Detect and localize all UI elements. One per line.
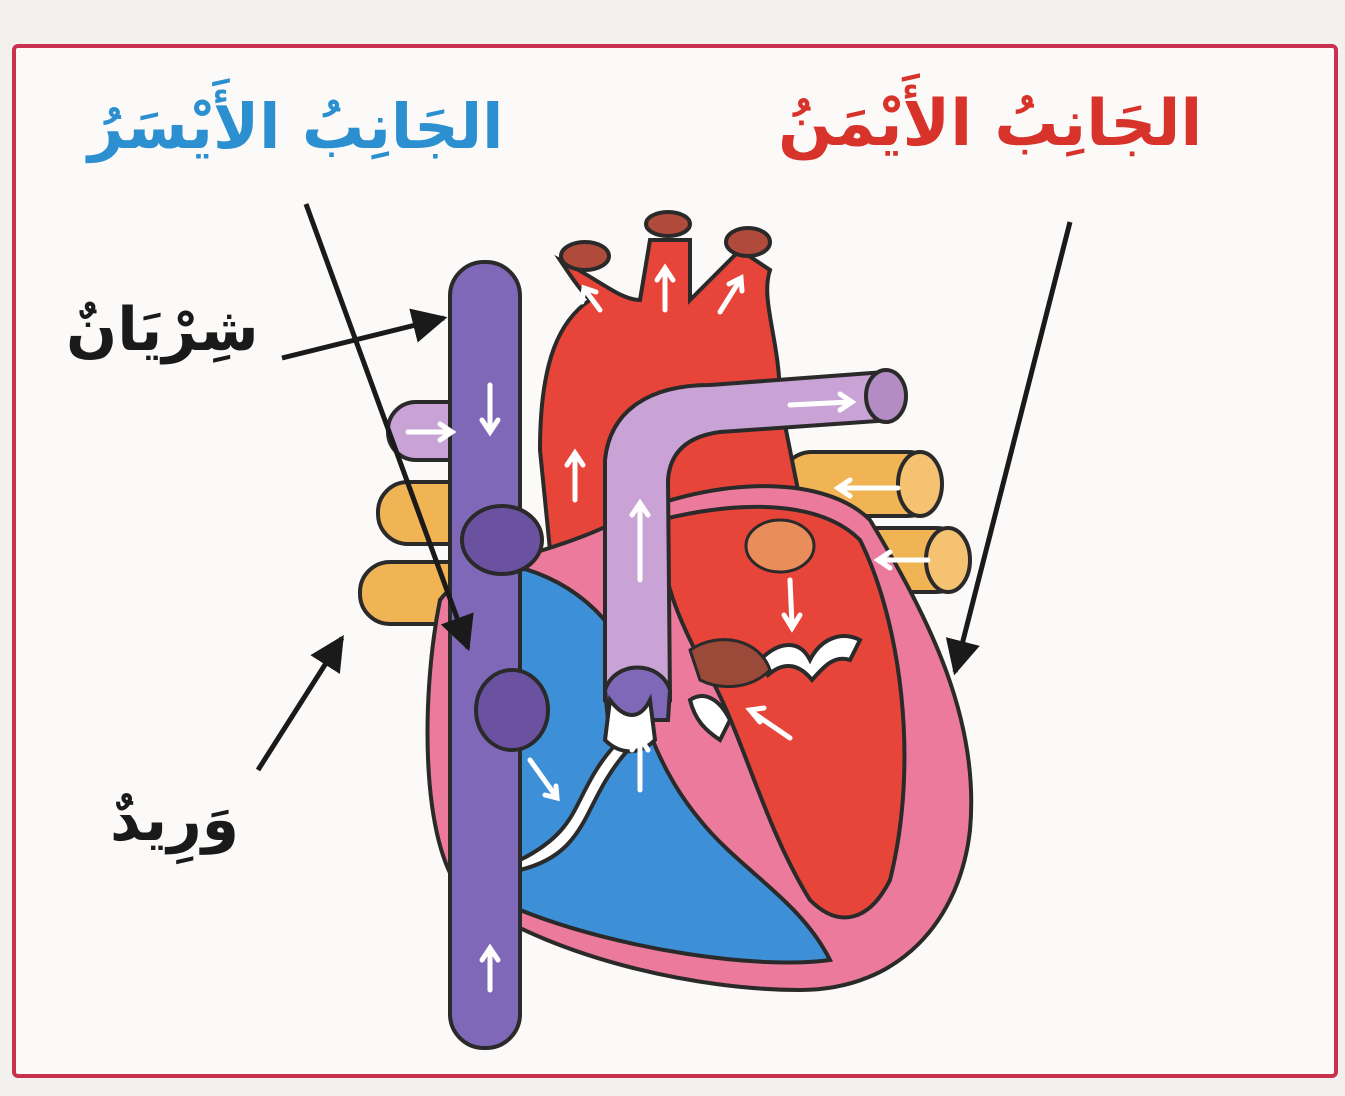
artery-label: شِرْيَانٌ: [66, 300, 259, 360]
artery-pointer: [282, 318, 444, 358]
left-side-label: الجَانِبُ الأَيْسَرُ: [88, 96, 503, 158]
right-side-pointer: [955, 222, 1070, 672]
right-side-label: الجَانِبُ الأَيْمَنُ: [778, 92, 1202, 156]
vein-pointer: [258, 638, 342, 770]
vein-label: وَرِيدٌ: [110, 790, 239, 850]
